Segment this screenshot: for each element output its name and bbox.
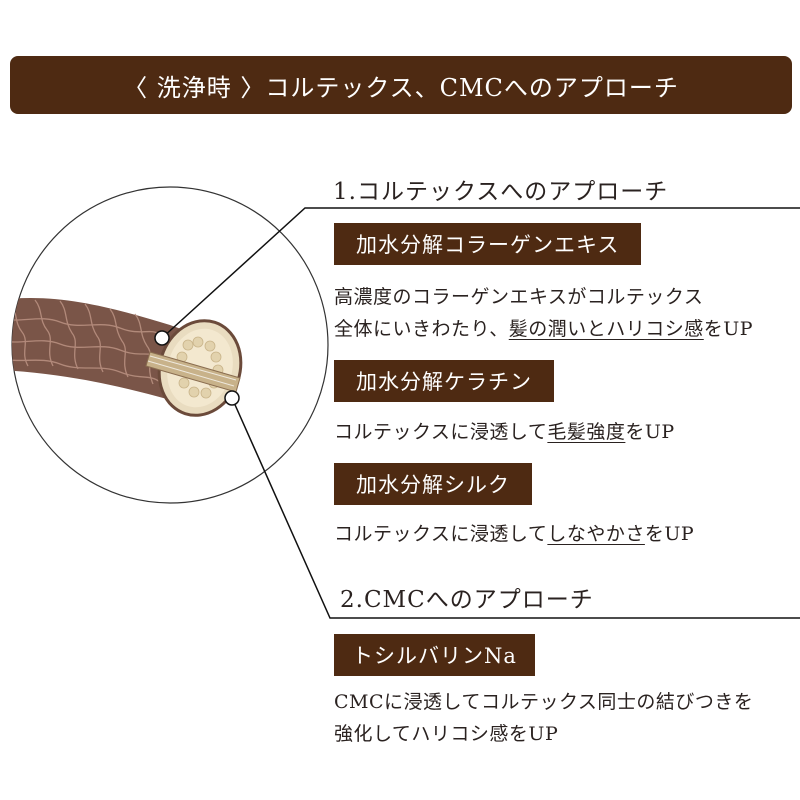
desc-text: コルテックスに浸透して [334,523,548,545]
callout-dot-cmc [224,390,240,406]
ingredient-badge-tosylvaline: トシルバリンNa [334,634,535,676]
ingredient-badge-silk: 加水分解シルク [334,463,532,505]
desc-line: 高濃度のコラーゲンエキスがコルテックス [334,286,704,308]
keratin-description: コルテックスに浸透して毛髪強度をUP [334,416,675,448]
section2-title: 2.CMCへのアプローチ [340,587,594,613]
desc-line: 強化してハリコシ感をUP [334,723,559,745]
desc-text: コルテックスに浸透して [334,421,548,443]
hair-strand [12,298,243,417]
desc-highlight: しなやかさ [547,523,645,545]
callout-lines [161,207,800,619]
badge-label: 加水分解コラーゲンエキス [356,233,620,257]
desc-highlight: 髪の潤いとハリコシ感 [508,318,704,340]
desc-text: をUP [644,523,695,545]
callout-dot-cortex [154,330,170,346]
header-title: 〈 洗浄時 〉コルテックス、CMCへのアプローチ [123,73,679,102]
collagen-description: 高濃度のコラーゲンエキスがコルテックス 全体にいきわたり、髪の潤いとハリコシ感を… [334,281,753,345]
desc-text: をUP [625,421,675,443]
header-banner: 〈 洗浄時 〉コルテックス、CMCへのアプローチ [10,56,792,114]
ingredient-badge-collagen: 加水分解コラーゲンエキス [334,223,642,265]
badge-label: 加水分解シルク [356,473,510,497]
cmc-description: CMCに浸透してコルテックス同士の結びつきを 強化してハリコシ感をUP [334,686,753,750]
badge-label: 加水分解ケラチン [356,370,532,394]
desc-text: 全体にいきわたり、 [334,318,509,340]
desc-highlight: 毛髪強度 [547,421,626,443]
desc-line: 全体にいきわたり、髪の潤いとハリコシ感をUP [334,313,753,345]
desc-text: をUP [703,318,754,340]
ingredient-badge-keratin: 加水分解ケラチン [334,360,554,402]
section1-title: 1.コルテックスへのアプローチ [333,179,669,205]
silk-description: コルテックスに浸透してしなやかさをUP [334,518,694,550]
badge-label: トシルバリンNa [352,644,517,668]
desc-line: CMCに浸透してコルテックス同士の結びつきを [334,691,754,713]
